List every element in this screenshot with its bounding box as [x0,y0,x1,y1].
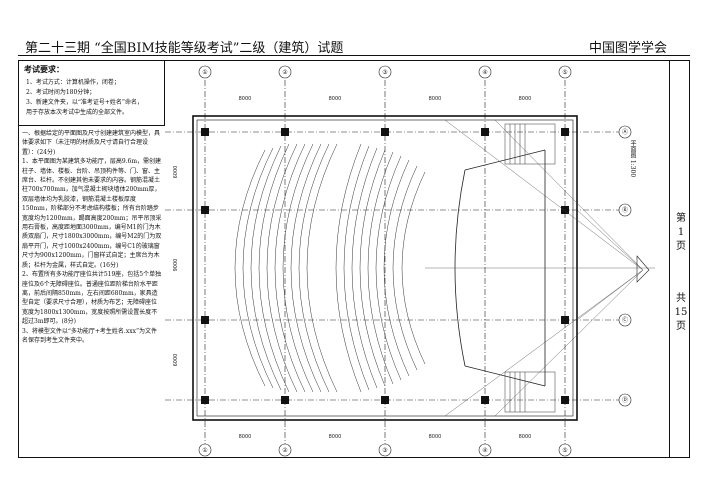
dimension-label: 8000 [239,96,252,102]
sheet-frame [18,60,670,458]
axis-label: ⑤ [562,447,567,454]
current-page: 第1页 [676,213,686,252]
dimension-label: 6000 [173,166,179,179]
dimension-label: 8000 [519,434,532,440]
requirement-line: 1、考试方式：计算机操作，闭卷； [26,79,120,86]
floor-plan-drawing: ① ② ③ ④ ⑤ ① ② ③ ④ ⑤ Ⓐ Ⓑ Ⓒ Ⓓ 8000 8000 80… [165,65,655,457]
requirement-line: 3、新建文件夹，以“准考证号+姓名”命名， [26,99,143,106]
dimension-label: 9000 [173,259,179,272]
dimension-label: 8000 [429,434,442,440]
axis-label: ① [202,69,207,76]
exam-requirements-box [18,60,165,126]
question-paragraph: 一、根据给定的平面图及尺寸创建建筑室内模型，具体要求如下（未注明的材质及尺寸请自… [22,130,161,156]
header-divider [18,55,690,56]
question-paragraph: 2、布置所有多功能厅座位共计519座，包括5个单独座位及6个无障碍座位。普通座位… [22,271,162,326]
axis-label: Ⓐ [622,128,628,136]
axis-label: ① [202,447,207,454]
organization-name: 中国图学学会 [588,41,667,56]
axis-label: ⑤ [562,69,567,76]
dimension-label: 8000 [329,96,342,102]
dimension-label: 8000 [519,96,532,102]
axis-label: ③ [382,447,387,454]
dimension-label: 8000 [429,96,442,102]
requirement-line: 2、考试时间为180分钟； [26,89,96,96]
total-pages: 共15页 [674,293,688,332]
axis-label: ④ [482,447,487,454]
question-paragraph: 3、将模型文件以“多功能厅+考生姓名.xxx”为文件名保存到考生文件夹中。 [22,327,158,344]
dimension-label: 6000 [173,354,179,367]
requirements-title: 考试要求： [24,64,64,74]
axis-label: ④ [482,69,487,76]
axis-label: ② [282,447,288,454]
dimension-label: 8000 [239,434,252,440]
axis-label: Ⓓ [622,396,628,404]
requirement-line: 用于存放本次考试中生成的全部文件。 [26,109,129,116]
triangle-marker-icon [636,255,650,283]
page-side-panel [670,60,690,458]
axis-label: ② [282,69,288,76]
page-title: 第二十三期 “全国BIM技能等级考试”二级（建筑）试题 [25,41,344,56]
question-paragraph: 1、本平面图为某建筑多功能厅，层高9.6m，需创建柱子、墙体、楼板、台阶、吊顶构… [22,158,162,269]
drawing-scale-label: 平面图 1:300 [629,140,636,178]
axis-label: Ⓒ [622,316,628,324]
question-text: 一、根据给定的平面图及尺寸创建建筑室内模型，具体要求如下（未注明的材质及尺寸请自… [22,129,162,345]
axis-label: Ⓑ [622,206,628,214]
dimension-label: 8000 [329,434,342,440]
axis-label: ③ [382,69,387,76]
